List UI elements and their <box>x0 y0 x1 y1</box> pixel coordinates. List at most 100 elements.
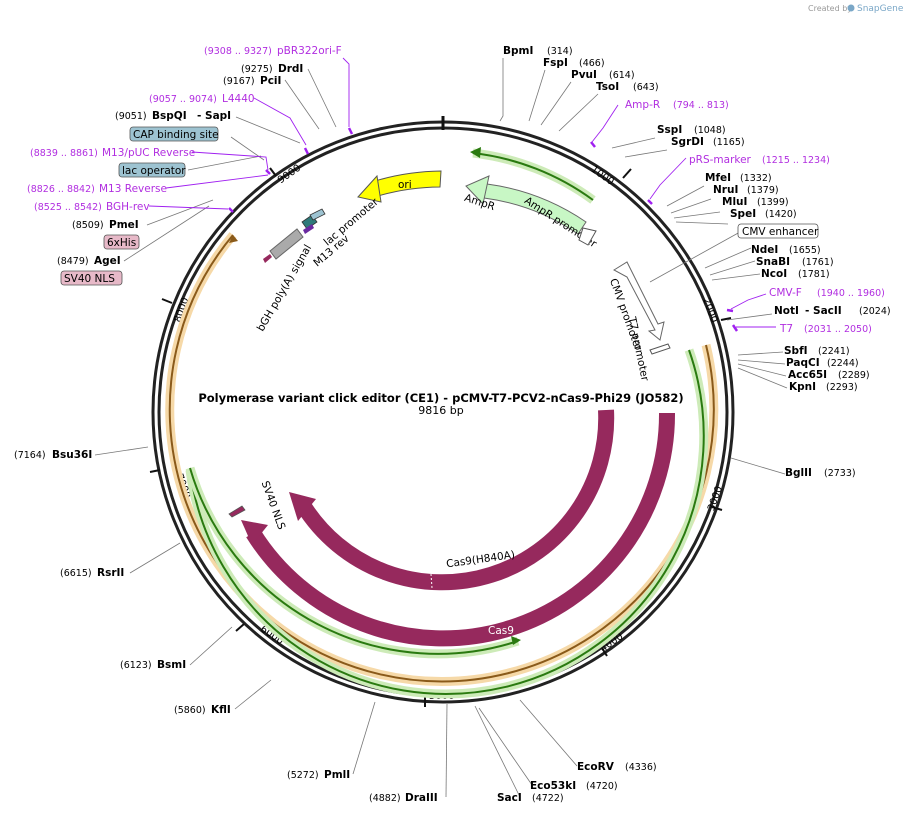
enzyme-eco53ki-pos: (4720) <box>586 781 618 792</box>
enzyme-kpni-name[interactable]: KpnI <box>789 381 816 393</box>
enzyme-pvui-pos: (614) <box>609 70 635 81</box>
enzyme-pmli-name[interactable]: PmlI <box>324 769 350 781</box>
plasmid-size: 9816 bp <box>418 404 463 417</box>
lac-promoter-label: lac promoter <box>322 196 382 249</box>
sv40-nls-feature[interactable] <box>228 505 246 518</box>
enzyme-sacii-name[interactable]: - SacII <box>805 305 842 317</box>
primer-cmvf-name[interactable]: CMV-F <box>769 287 802 299</box>
enzyme-paqci-name[interactable]: PaqCI <box>786 357 820 369</box>
cmv-enhancer-box[interactable] <box>737 223 819 239</box>
primer-l4440-name[interactable]: L4440 <box>222 93 255 105</box>
tick-group: 1000 2000 3000 4000 5000 6000 7000 8000 … <box>149 163 732 707</box>
cmv-promoter-arrow[interactable] <box>612 261 665 341</box>
enzyme-eco53ki-name[interactable]: Eco53kI <box>530 780 576 792</box>
primer-pbr322ori-name[interactable]: pBR322ori-F <box>277 45 342 57</box>
primer-prs-name[interactable]: pRS-marker <box>689 154 752 166</box>
enzyme-sgrdi-name[interactable]: SgrDI <box>671 136 704 148</box>
ampr-promoter-arrow <box>578 227 597 246</box>
enzyme-bglii-name[interactable]: BglII <box>785 467 812 479</box>
primer-prs-range: (1215 .. 1234) <box>762 155 830 166</box>
enzyme-mlui-name[interactable]: MluI <box>722 196 747 208</box>
cas9-arc[interactable] <box>246 412 676 647</box>
enzyme-tsoi-name[interactable]: TsoI <box>596 81 619 93</box>
primer-ampr-name[interactable]: Amp-R <box>625 99 660 111</box>
primer-m13puc-name[interactable]: M13/pUC Reverse <box>102 147 195 159</box>
enzyme-sapi-name[interactable]: - SapI <box>197 110 231 122</box>
enzyme-mfei-name[interactable]: MfeI <box>705 172 731 184</box>
enzyme-rsrii-name[interactable]: RsrII <box>97 567 124 579</box>
tick-label-1000: 1000 <box>589 164 616 188</box>
enzyme-saci-name[interactable]: SacI <box>497 792 522 804</box>
green-top-arrowhead <box>470 147 481 158</box>
enzyme-agei-pos: (8479) <box>57 256 89 267</box>
enzyme-pmei-pos: (8509) <box>72 220 104 231</box>
enzyme-kfli-name[interactable]: KflI <box>211 704 231 716</box>
enzyme-bsmi-name[interactable]: BsmI <box>157 659 186 671</box>
primer-bghrev-range: (8525 .. 8542) <box>34 202 102 213</box>
feature-green-track-a-line <box>189 349 705 695</box>
enzyme-pmei-name[interactable]: PmeI <box>109 219 139 231</box>
enzyme-drdi-pos: (9275) <box>241 64 273 75</box>
enzyme-sspi-name[interactable]: SspI <box>657 124 682 136</box>
enzyme-draiii-pos: (4882) <box>369 793 401 804</box>
6xhis-box[interactable] <box>103 234 140 250</box>
enzyme-ndei-pos: (1655) <box>789 245 821 256</box>
enzyme-draiii-name[interactable]: DraIII <box>405 792 438 804</box>
primer-mark-ampr <box>590 141 596 148</box>
enzyme-bsmi-pos: (6123) <box>120 660 152 671</box>
lac-operator-box[interactable] <box>118 162 186 178</box>
tick-label-3000: 3000 <box>706 485 725 513</box>
enzyme-saci-pos: (4722) <box>532 793 564 804</box>
enzyme-tsoi-pos: (643) <box>633 82 659 93</box>
tick-mark-9000 <box>269 167 277 177</box>
enzyme-agei-name[interactable]: AgeI <box>94 255 121 267</box>
tick-mark-4000 <box>601 647 608 657</box>
enzyme-acc65i-name[interactable]: Acc65I <box>788 369 827 381</box>
primer-t7-name[interactable]: T7 <box>779 323 793 335</box>
enzyme-ecorv-name[interactable]: EcoRV <box>577 761 615 773</box>
enzyme-ecorv-pos: (4336) <box>625 762 657 773</box>
primer-mark-bgh <box>228 207 234 213</box>
enzyme-nrui-name[interactable]: NruI <box>713 184 738 196</box>
cap-binding-box[interactable] <box>129 126 219 142</box>
primer-bghrev-name[interactable]: BGH-rev <box>106 201 150 213</box>
feature-green-track-b-line <box>189 467 519 655</box>
enzyme-fspi-name[interactable]: FspI <box>543 57 568 69</box>
enzyme-ncoi-pos: (1781) <box>798 269 830 280</box>
cas9-h840a-arc[interactable] <box>296 409 615 591</box>
enzyme-ndei-name[interactable]: NdeI <box>751 244 778 256</box>
primer-m13rev-name[interactable]: M13 Reverse <box>99 183 167 195</box>
enzyme-spei-name[interactable]: SpeI <box>730 208 756 220</box>
enzyme-bspqi-name[interactable]: BspQI <box>152 110 187 122</box>
enzyme-snabi-name[interactable]: SnaBI <box>756 256 790 268</box>
bgh-small-feature <box>263 254 272 263</box>
primer-mark-m13puc <box>265 169 271 175</box>
enzyme-paqci-pos: (2244) <box>827 358 859 369</box>
enzyme-bsu36i-name[interactable]: Bsu36I <box>52 449 92 461</box>
primer-mark-pbr322 <box>347 127 354 135</box>
enzyme-sbfi-name[interactable]: SbfI <box>784 345 808 357</box>
connector-lines <box>94 58 788 798</box>
primer-mark-l4440 <box>303 147 310 155</box>
orange-track-arrowhead <box>229 235 238 243</box>
m13-small-feature <box>303 224 314 234</box>
bgh-polya-feature[interactable] <box>269 228 304 260</box>
created-by-text: Created by <box>808 4 852 13</box>
enzyme-sgrdi-pos: (1165) <box>713 137 745 148</box>
enzyme-acc65i-pos: (2289) <box>838 370 870 381</box>
cap-binding-label: CAP binding site <box>133 129 219 141</box>
cap-site-feature <box>309 208 326 221</box>
enzyme-fspi-pos: (466) <box>579 58 605 69</box>
tick-mark-1000 <box>622 168 632 179</box>
brand-name[interactable]: SnapGene <box>857 4 904 14</box>
enzyme-pcii-name[interactable]: PciI <box>260 75 281 87</box>
enzyme-ncoi-name[interactable]: NcoI <box>761 268 787 280</box>
sv40-nls-box[interactable] <box>60 270 123 286</box>
snapgene-logo-icon <box>847 4 855 12</box>
enzyme-noti-name[interactable]: NotI <box>774 305 799 317</box>
enzyme-bpmi-name[interactable]: BpmI <box>503 45 533 57</box>
ori-label: ori <box>398 179 412 191</box>
enzyme-pvui-name[interactable]: PvuI <box>571 69 597 81</box>
enzyme-drdi-name[interactable]: DrdI <box>278 63 303 75</box>
